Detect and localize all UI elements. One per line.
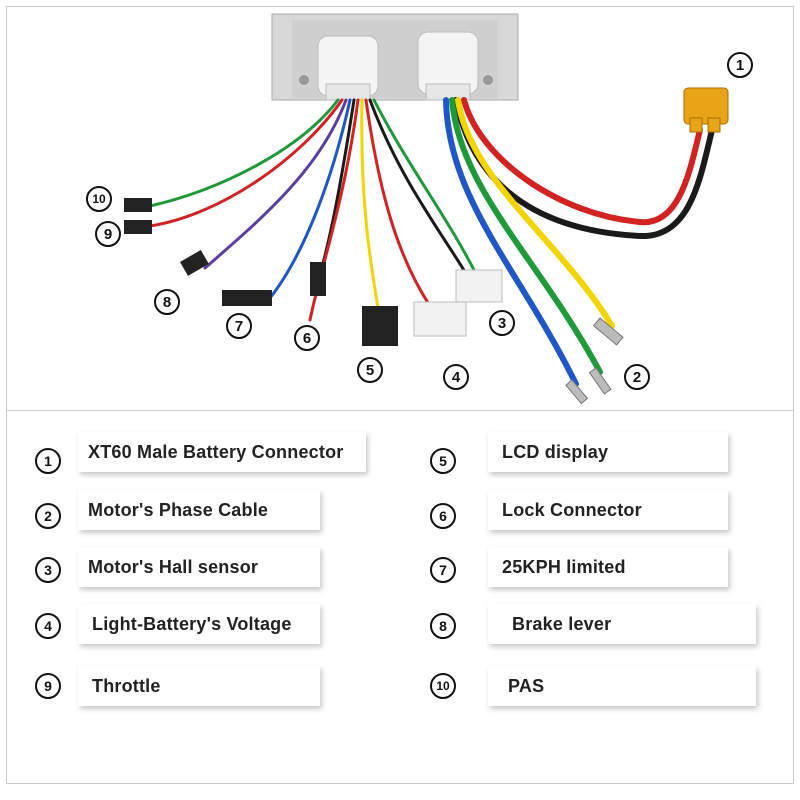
legend-label-25kph: 25KPH limited: [488, 547, 728, 587]
callout-2: 2: [624, 364, 650, 390]
callout-8: 8: [154, 289, 180, 315]
legend-num-4: 4: [35, 613, 61, 639]
callout-9: 9: [95, 221, 121, 247]
legend-num-1: 1: [35, 448, 61, 474]
legend-num-7: 7: [430, 557, 456, 583]
legend-num-2: 2: [35, 503, 61, 529]
controller-wiring-photo: [124, 13, 729, 405]
cable-gland-left: [317, 35, 379, 101]
callout-5: 5: [357, 357, 383, 383]
callout-1: 1: [727, 52, 753, 78]
legend-num-8: 8: [430, 613, 456, 639]
legend-label-throttle: Throttle: [78, 666, 320, 706]
callout-6: 6: [294, 325, 320, 351]
phase-cables: [443, 97, 615, 387]
legend-num-9: 9: [35, 673, 61, 699]
cable-gland-right: [417, 31, 479, 101]
legend-label-light-voltage: Light-Battery's Voltage: [78, 604, 320, 644]
callout-7: 7: [226, 313, 252, 339]
legend-label-pas: PAS: [488, 666, 756, 706]
legend-num-5: 5: [430, 448, 456, 474]
legend-label-phase-cable: Motor's Phase Cable: [78, 490, 320, 530]
phase-terminals: [565, 317, 624, 405]
section-divider: [6, 410, 794, 411]
legend-label-lock-connector: Lock Connector: [488, 490, 728, 530]
legend-label-xt60: XT60 Male Battery Connector: [78, 432, 366, 472]
callout-3: 3: [489, 310, 515, 336]
callout-4: 4: [443, 364, 469, 390]
legend-num-6: 6: [430, 503, 456, 529]
legend-label-lcd-display: LCD display: [488, 432, 728, 472]
legend-num-3: 3: [35, 557, 61, 583]
legend-label-brake-lever: Brake lever: [488, 604, 756, 644]
diagram-frame: [6, 6, 794, 784]
xt60-connector: [683, 87, 729, 133]
legend-label-hall-sensor: Motor's Hall sensor: [78, 547, 320, 587]
battery-cable: [453, 97, 715, 240]
controller-housing: [271, 13, 519, 101]
callout-10: 10: [86, 186, 112, 212]
signal-connectors: [124, 198, 503, 346]
legend-num-10: 10: [430, 673, 456, 699]
